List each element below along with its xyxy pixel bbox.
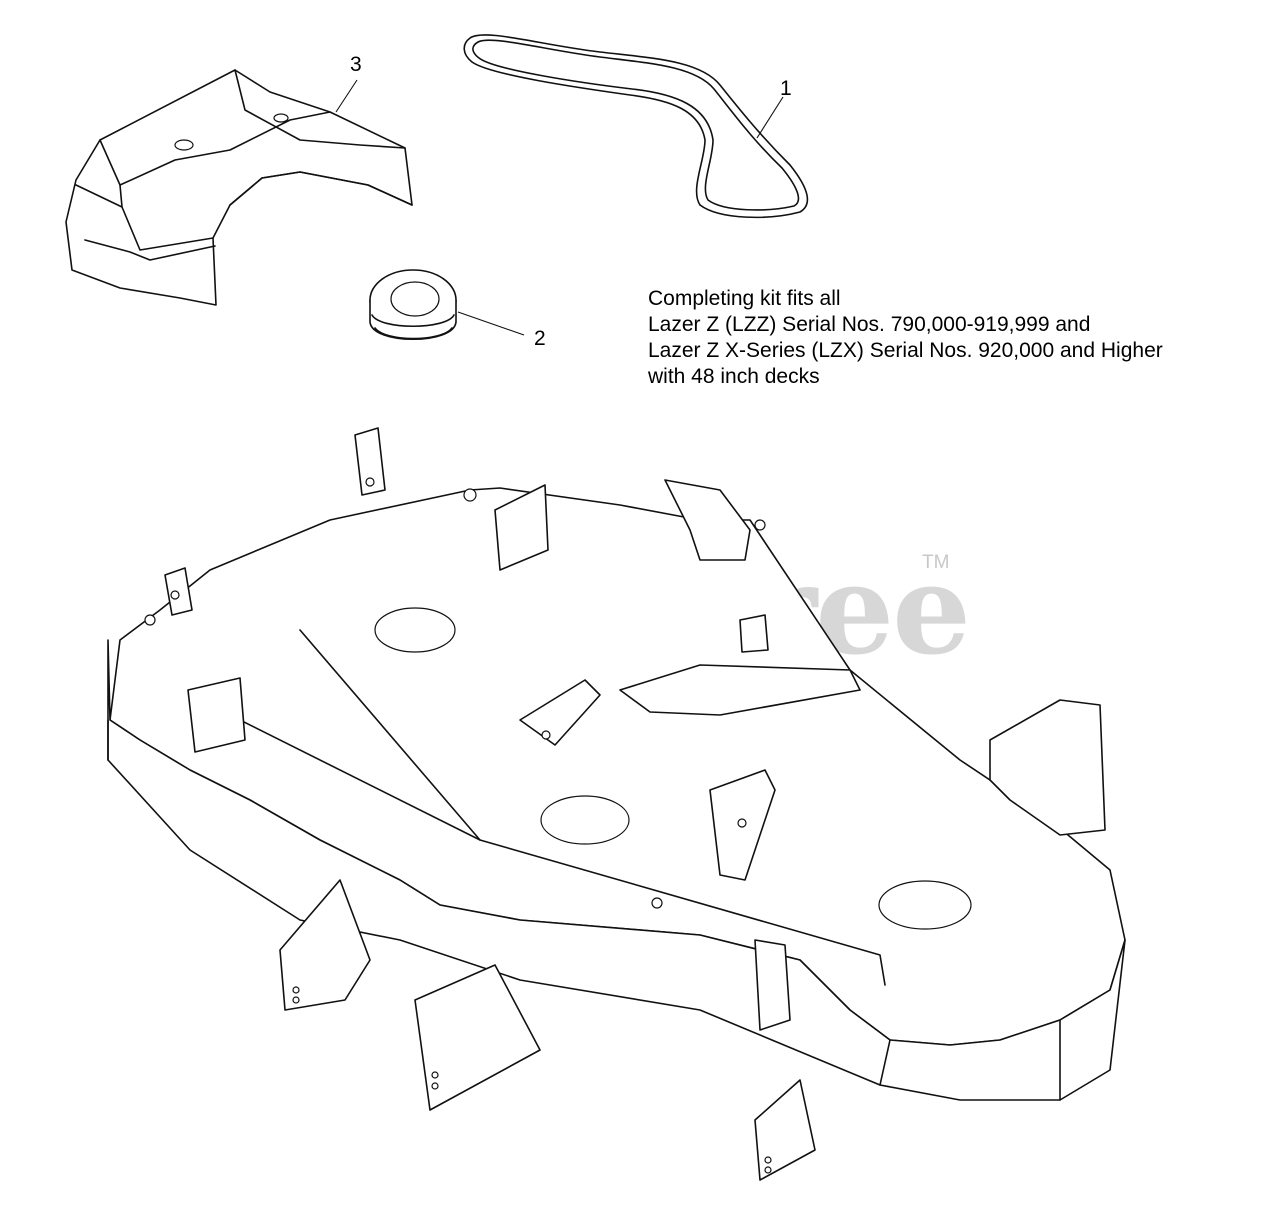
note-line-4: with 48 inch decks xyxy=(648,365,820,388)
callout-1: 1 xyxy=(780,77,792,100)
belt-cover-icon[interactable] xyxy=(65,69,413,306)
callout-3: 3 xyxy=(350,53,362,76)
note-line-3: Lazer Z X-Series (LZX) Serial Nos. 920,0… xyxy=(648,339,1163,362)
belt-icon[interactable] xyxy=(463,34,809,219)
compatibility-note: Completing kit fits all Lazer Z (LZZ) Se… xyxy=(648,286,1163,390)
mower-deck-illustration xyxy=(107,427,1126,1181)
callout-2: 2 xyxy=(534,327,546,350)
note-line-2: Lazer Z (LZZ) Serial Nos. 790,000-919,99… xyxy=(648,313,1091,336)
trademark-mark: TM xyxy=(922,552,950,573)
note-line-1: Completing kit fits all xyxy=(648,287,841,310)
bushing-icon[interactable] xyxy=(369,269,457,341)
